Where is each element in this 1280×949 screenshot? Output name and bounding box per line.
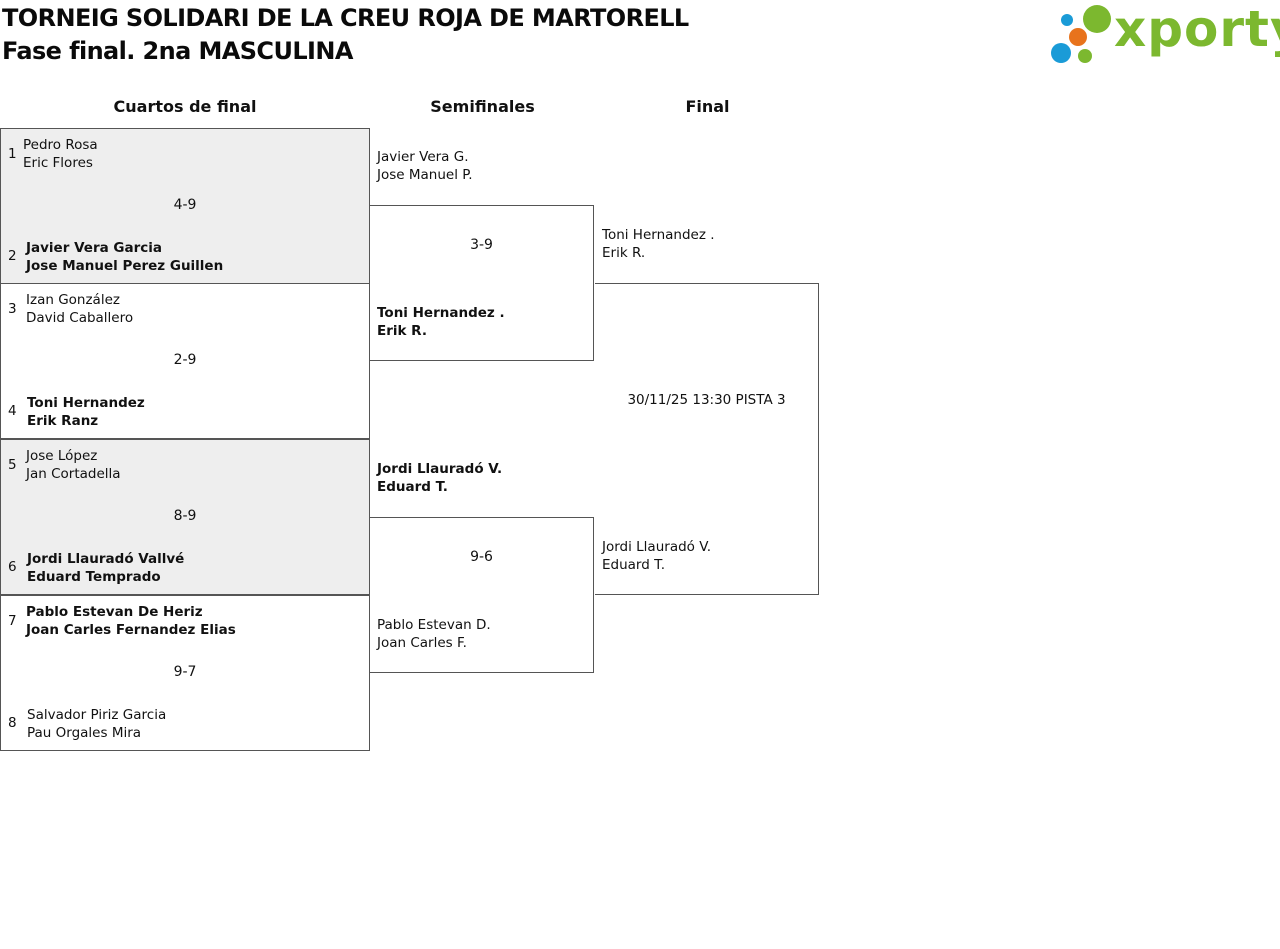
team-pair-winner: Javier Vera Garcia Jose Manuel Perez Gui… [26,239,223,275]
player-name: Toni Hernandez . [602,227,715,243]
semifinal-1-team-bottom-winner: Toni Hernandez . Erik R. [377,304,505,340]
player-name: Pau Orgales Mira [27,725,142,741]
team-pair: Pedro Rosa Eric Flores [23,136,98,172]
column-header-quarterfinals: Cuartos de final [113,97,257,116]
player-name: Pablo Estevan D. [377,617,491,633]
player-name: Toni Hernandez [27,395,145,411]
player-name: Erik Ranz [27,413,99,429]
semifinal-1-team-top: Javier Vera G. Jose Manuel P. [377,148,473,184]
player-name: Izan González [26,292,120,308]
quarterfinal-match-4[interactable]: 7 Pablo Estevan De Heriz Joan Carles Fer… [0,595,370,751]
seed-number: 8 [8,715,17,731]
player-name: Jordi Llauradó V. [602,539,711,555]
seed-number: 5 [8,457,17,473]
final-team-bottom: Jordi Llauradó V. Eduard T. [602,538,711,574]
final-schedule-info: 30/11/25 13:30 PISTA 3 [627,392,786,408]
player-name: Pedro Rosa [23,137,98,153]
column-header-final: Final [685,97,730,116]
team-pair: Jose López Jan Cortadella [26,447,121,483]
player-name: Eric Flores [23,155,93,171]
player-name: Jordi Llauradó Vallvé [27,551,185,567]
match-score: 9-7 [173,664,197,680]
seed-number: 6 [8,559,17,575]
xporty-logo[interactable]: xporty [1050,0,1280,66]
player-name: Jordi Llauradó V. [377,461,503,477]
player-name: Jose Manuel Perez Guillen [26,258,224,274]
semifinal-2-team-top-winner: Jordi Llauradó V. Eduard T. [377,460,502,496]
player-name: Eduard T. [602,557,666,573]
column-header-semifinals: Semifinales [430,97,535,116]
seed-number: 4 [8,403,17,419]
seed-number: 1 [8,146,17,162]
match-score: 4-9 [173,197,197,213]
player-name: Eduard Temprado [27,569,161,585]
player-name: Jose López [26,448,98,464]
player-name: Javier Vera Garcia [26,240,162,256]
team-pair-winner: Pablo Estevan De Heriz Joan Carles Ferna… [26,603,236,639]
player-name: Joan Carles F. [377,635,467,651]
phase-subtitle: Fase final. 2na MASCULINA [2,37,353,65]
team-pair-winner: Jordi Llauradó Vallvé Eduard Temprado [27,550,184,586]
final-match[interactable]: 30/11/25 13:30 PISTA 3 Jordi Llauradó V.… [595,283,819,595]
player-name: Jan Cortadella [26,466,121,482]
match-score: 2-9 [173,352,197,368]
player-name: Eduard T. [377,479,448,495]
semifinal-match-2[interactable]: 9-6 Pablo Estevan D. Joan Carles F. [370,517,594,673]
player-name: Jose Manuel P. [377,167,473,183]
semifinal-2-team-bottom: Pablo Estevan D. Joan Carles F. [377,616,491,652]
final-team-top: Toni Hernandez . Erik R. [602,226,715,262]
match-score: 3-9 [470,237,493,253]
logo-wordmark: xporty [1114,0,1280,58]
player-name: David Caballero [26,310,134,326]
seed-number: 7 [8,613,17,629]
tournament-title: TORNEIG SOLIDARI DE LA CREU ROJA DE MART… [2,4,689,32]
player-name: Pablo Estevan De Heriz [26,604,203,620]
player-name: Javier Vera G. [377,149,469,165]
match-score: 9-6 [470,549,493,565]
team-pair: Salvador Piriz Garcia Pau Orgales Mira [27,706,166,742]
player-name: Erik R. [602,245,646,261]
player-name: Erik R. [377,323,427,339]
quarterfinal-match-2[interactable]: 3 Izan González David Caballero 2-9 4 To… [0,283,370,439]
player-name: Toni Hernandez . [377,305,505,321]
quarterfinal-match-1[interactable]: 1 Pedro Rosa Eric Flores 4-9 2 Javier Ve… [0,128,370,284]
team-pair: Izan González David Caballero [26,291,133,327]
match-score: 8-9 [173,508,197,524]
player-name: Salvador Piriz Garcia [27,707,167,723]
quarterfinal-match-3[interactable]: 5 Jose López Jan Cortadella 8-9 6 Jordi … [0,439,370,595]
seed-number: 3 [8,301,17,317]
seed-number: 2 [8,248,17,264]
player-name: Joan Carles Fernandez Elias [26,622,236,638]
semifinal-match-1[interactable]: 3-9 Toni Hernandez . Erik R. [370,205,594,361]
team-pair-winner: Toni Hernandez Erik Ranz [27,394,145,430]
xporty-logo-icon [1051,5,1111,63]
